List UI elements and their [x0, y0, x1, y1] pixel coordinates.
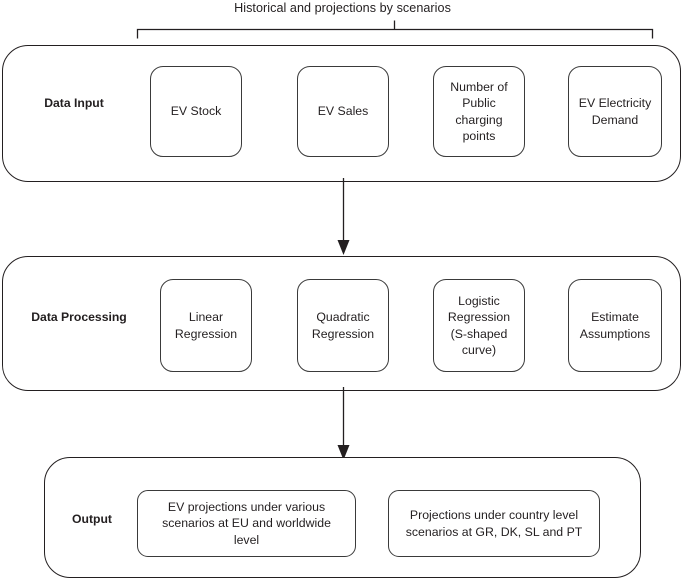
stage-label-data-processing: Data Processing: [18, 310, 140, 325]
diagram-caption: Historical and projections by scenarios: [234, 1, 451, 15]
node-text-line: Regression: [311, 326, 375, 341]
stage-label-line-2: Processing: [61, 310, 127, 324]
node-ev-electricity-demand[interactable]: EV Electricity Demand: [568, 66, 662, 157]
node-text-line: EV projections under various: [167, 499, 326, 514]
node-text-line: Demand: [591, 112, 639, 127]
node-text-line: points: [462, 129, 496, 143]
node-text-line: Linear: [188, 310, 224, 324]
node-text-line: Regression: [447, 310, 511, 324]
stage-label-line-2: Input: [74, 96, 104, 110]
node-logistic-regression[interactable]: Logistic Regression (S-shaped curve): [433, 279, 525, 372]
node-ev-sales[interactable]: EV Sales: [297, 66, 389, 157]
stage-label-line-1: Output: [72, 512, 112, 526]
node-output-country-level[interactable]: Projections under country level scenario…: [388, 490, 600, 557]
node-text-line: Regression: [174, 326, 238, 341]
node-text-line: level: [233, 532, 260, 547]
stage-label-line-1: Data: [31, 310, 58, 324]
node-text-line: EV Sales: [317, 104, 369, 119]
node-text-line: Number of: [450, 79, 508, 94]
scenario-bracket: [136, 20, 654, 39]
node-ev-stock[interactable]: EV Stock: [150, 66, 242, 157]
node-estimate-assumptions[interactable]: Estimate Assumptions: [568, 279, 662, 372]
node-text-line: (S-shaped: [450, 326, 508, 341]
node-quadratic-regression[interactable]: Quadratic Regression: [297, 279, 389, 372]
node-text-line: curve): [461, 343, 497, 357]
connector-input-to-processing-icon: [337, 178, 350, 255]
node-text-line: charging: [455, 112, 503, 127]
node-text-line: Estimate: [591, 310, 639, 324]
node-text-line: Assumptions: [579, 326, 651, 341]
stage-label-data-input: Data Input: [26, 96, 122, 111]
connector-processing-to-output-icon: [337, 387, 350, 460]
node-text-line: Projections under country level: [409, 508, 579, 522]
node-text-line: Quadratic: [316, 310, 370, 324]
node-linear-regression[interactable]: Linear Regression: [160, 279, 252, 372]
node-text-line: EV Electricity: [578, 96, 652, 110]
node-text-line: scenarios at EU and worldwide: [162, 516, 331, 531]
node-charging-points[interactable]: Number of Public charging points: [433, 66, 525, 157]
stage-label-line-1: Data: [44, 96, 71, 110]
node-output-eu-worldwide[interactable]: EV projections under various scenarios a…: [137, 490, 356, 557]
node-text-line: EV Stock: [170, 104, 222, 119]
node-text-line: Logistic: [458, 293, 500, 308]
stage-label-output: Output: [46, 512, 138, 527]
node-text-line: Public: [462, 96, 496, 110]
node-text-line: scenarios at GR, DK, SL and PT: [405, 524, 583, 539]
